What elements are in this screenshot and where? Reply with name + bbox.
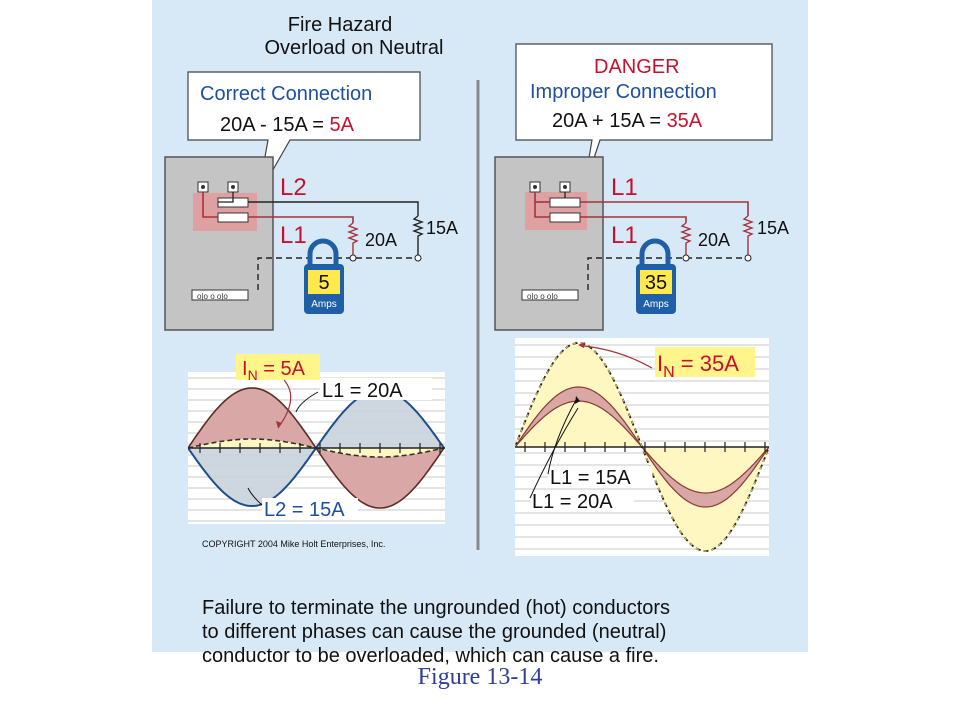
left-neutral-label: IN = 5A <box>236 354 320 383</box>
svg-text:IN = 5A: IN = 5A <box>242 358 306 383</box>
caption-line: Failure to terminate the ungrounded (hot… <box>202 597 671 619</box>
right-label-l1-20a: L1 = 20A <box>530 490 634 513</box>
right-callout-warning: DANGER <box>594 56 680 78</box>
right-callout: DANGER Improper Connection 20A + 15A = 3… <box>515 43 773 189</box>
left-meter-value: 5 <box>318 272 329 294</box>
right-label-bottom-breaker: L1 <box>611 222 638 249</box>
left-label-l1: L1 = 20A <box>320 378 432 402</box>
svg-text:L2 = 15A: L2 = 15A <box>264 499 345 521</box>
title-line2: Overload on Neutral <box>265 37 444 59</box>
left-wiring <box>202 192 424 290</box>
left-load-15a: 15A <box>426 218 458 238</box>
right-waveform <box>515 338 769 556</box>
left-label-bottom-breaker: L1 <box>280 222 307 249</box>
right-load-20a: 20A <box>698 230 730 250</box>
right-neutral-label: IN = 35A <box>655 347 755 381</box>
caption-line: conductor to be overloaded, which can ca… <box>202 645 659 667</box>
left-label-l2: L2 = 15A <box>262 498 358 521</box>
right-wiring <box>534 192 754 290</box>
right-callout-equation: 20A + 15A = 35A <box>552 110 703 132</box>
left-callout-heading: Correct Connection <box>200 83 372 105</box>
right-label-top-breaker: L1 <box>611 174 638 201</box>
right-meter-value: 35 <box>645 272 667 294</box>
left-label-top-breaker: L2 <box>280 174 307 201</box>
svg-text:L1 = 20A: L1 = 20A <box>322 380 403 402</box>
right-clamp-meter: 35 Amps <box>636 238 676 314</box>
svg-text:o|o o o|o: o|o o o|o <box>527 292 558 301</box>
right-neutral-arrow <box>583 345 653 369</box>
left-electrical-panel: o|o o o|o <box>164 156 274 331</box>
left-callout-equation: 20A - 15A = 5A <box>220 114 355 136</box>
title-line1: Fire Hazard <box>288 14 392 36</box>
svg-text:o|o o o|o: o|o o o|o <box>197 292 228 301</box>
left-load-20a: 20A <box>365 230 397 250</box>
right-neutral-bar <box>521 289 579 301</box>
figure-label: Figure 13-14 <box>417 664 543 690</box>
caption-line: to different phases can cause the ground… <box>202 621 667 643</box>
left-meter-unit: Amps <box>311 299 337 310</box>
left-clamp-meter: 5 Amps <box>304 238 344 314</box>
right-electrical-panel: o|o o o|o <box>494 156 604 331</box>
right-breaker-top <box>549 197 581 208</box>
left-neutral-bar <box>191 289 249 301</box>
right-meter-unit: Amps <box>643 299 669 310</box>
svg-text:L1 = 20A: L1 = 20A <box>532 491 613 513</box>
svg-text:IN = 35A: IN = 35A <box>657 351 739 381</box>
caption: Failure to terminate the ungrounded (hot… <box>152 596 808 667</box>
right-callout-heading: Improper Connection <box>530 81 717 103</box>
left-callout: Correct Connection 20A - 15A = 5A <box>187 71 421 197</box>
left-breaker-bottom <box>217 212 249 223</box>
svg-text:L1 = 15A: L1 = 15A <box>550 467 631 489</box>
copyright: COPYRIGHT 2004 Mike Holt Enterprises, In… <box>202 539 385 549</box>
right-breaker-bottom <box>549 212 581 223</box>
right-load-15a: 15A <box>757 218 789 238</box>
right-label-l1-15a: L1 = 15A <box>548 466 652 489</box>
